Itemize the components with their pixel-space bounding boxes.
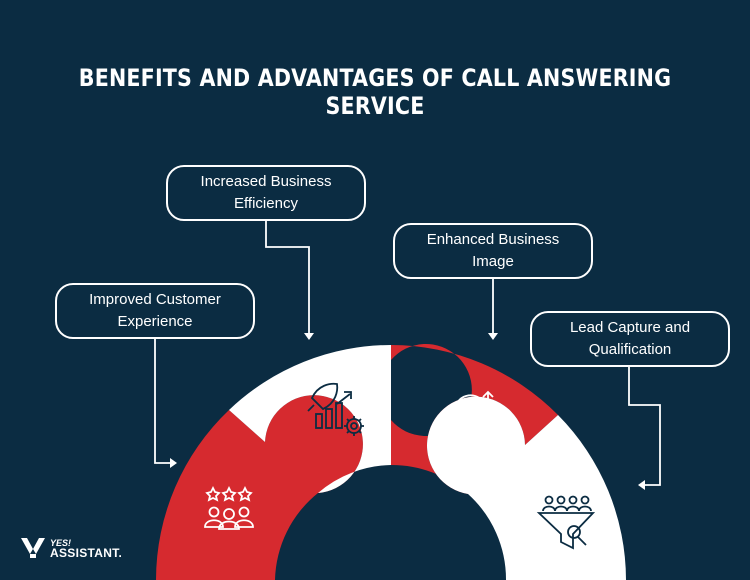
page-title: BENEFITS AND ADVANTAGES OF CALL ANSWERIN… [78,64,672,120]
logo-small-text: YES! [50,538,72,548]
logo-mark-icon [21,538,45,558]
segment-increased-business-efficiency [229,345,391,493]
arrow-head-customer [170,458,177,468]
arrow-head-efficiency [304,333,314,340]
segment-improved-customer-experience [156,395,363,580]
connector-efficiency [265,221,310,333]
arrow-heads [170,333,645,490]
logo-big-text: ASSISTANT. [50,546,123,560]
callout-lead-capture: Lead Capture and Qualification [530,311,730,367]
callout-improved-customer-experience: Improved Customer Experience [55,283,255,339]
connector-lead [628,367,661,486]
lightbulb-gear-icon [445,390,494,443]
lead-funnel-icon [536,495,596,550]
callout-increased-business-efficiency: Increased Business Efficiency [166,165,366,221]
segment-enhanced-business-image [391,344,558,494]
callout-enhanced-business-image: Enhanced Business Image [393,223,593,279]
connector-customer [154,339,170,464]
arrow-head-image [488,333,498,340]
rocket-growth-gear-icon [307,382,364,436]
connector-lines [154,221,661,486]
segment-lead-capture [427,396,626,580]
brand-logo: YES! ASSISTANT. [20,536,122,560]
rated-customers-icon [204,485,254,530]
arrow-head-lead [638,480,645,490]
